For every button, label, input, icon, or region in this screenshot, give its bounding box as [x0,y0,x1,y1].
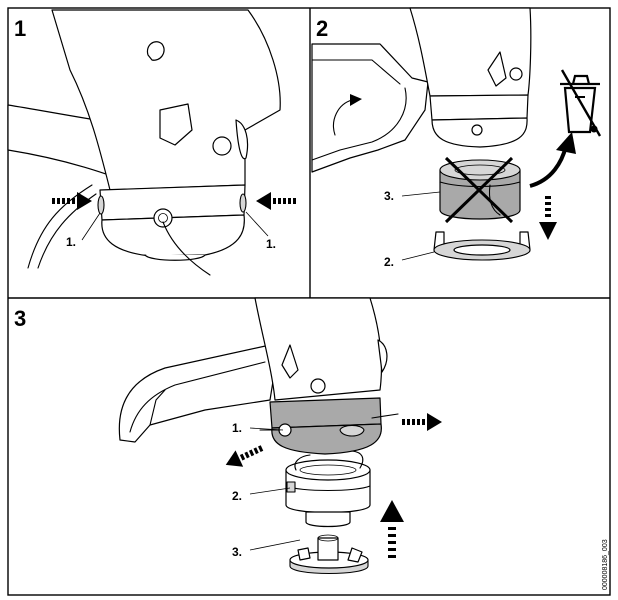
retaining-ring [433,231,531,261]
panel-3: 3 [14,297,609,590]
callout-label: 2. [232,489,242,503]
panel-1: 1 1. 1. [7,9,296,276]
spool-housing [99,184,246,221]
callout-label: 2. [384,255,394,269]
motor-housing [254,297,383,401]
trimmer-guard [118,344,279,443]
release-tab [97,195,105,215]
callout-label: 1. [232,421,242,435]
spool-cap [289,534,369,575]
motor-housing [409,7,532,97]
callout-label: 1. [66,235,76,249]
panel-number: 1 [14,16,26,41]
up-arrow-icon [380,500,404,558]
panel-number: 3 [14,306,26,331]
line-eyelet [153,208,173,228]
dispose-arrow-icon [529,145,568,188]
spool-housing [269,397,382,429]
document-id: 000008186_003 [602,539,609,590]
release-arrow-icon [402,413,442,431]
recycle-bin-icon [560,69,602,137]
cutting-line [162,221,211,276]
callout-label: 3. [384,189,394,203]
callout-label: 3. [232,545,242,559]
release-arrow-icon [221,439,266,474]
panel-number: 2 [316,16,328,41]
power-cord [27,184,93,269]
release-tab [239,193,247,213]
cross-out-icon [444,156,514,224]
press-arrow-icon [52,192,92,210]
new-spool [285,450,371,528]
panel-2: 2 [311,7,602,269]
curved-arrow-icon [333,99,353,136]
press-arrow-icon [256,192,296,210]
callout-label: 1. [266,237,276,251]
down-arrow-icon [539,196,557,240]
trimmer-guard [311,43,429,173]
